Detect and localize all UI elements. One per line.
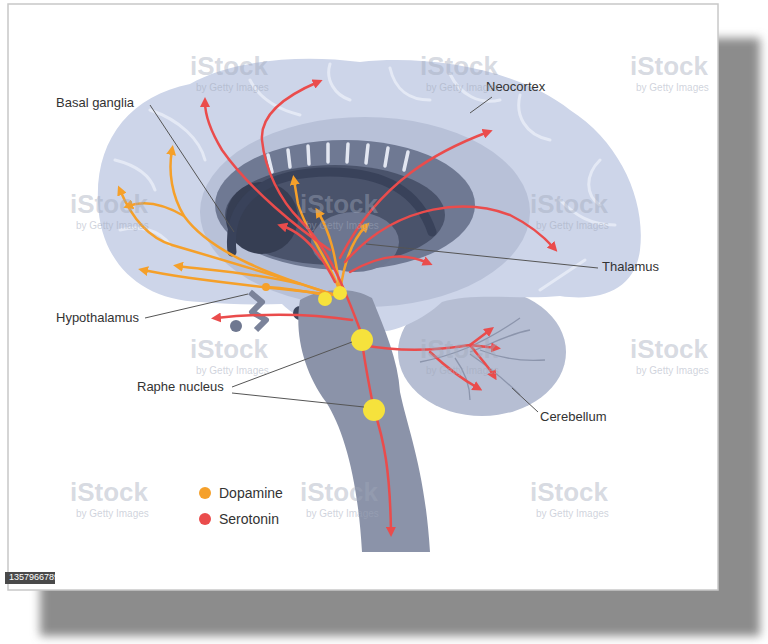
leader-line <box>366 244 598 268</box>
watermark-byline: by Getty Images <box>636 365 709 376</box>
watermark-byline: by Getty Images <box>306 508 379 519</box>
watermark-byline: by Getty Images <box>306 220 379 231</box>
part-label: Basal ganglia <box>56 96 134 110</box>
watermark-byline: by Getty Images <box>196 82 269 93</box>
dopamine-nucleus <box>318 292 332 306</box>
serotonin-pathway <box>282 226 335 282</box>
part-label: Raphe nucleus <box>137 380 224 394</box>
legend-swatch <box>199 487 211 499</box>
watermark-logo: iStock <box>530 478 608 507</box>
part-label: Thalamus <box>602 260 659 274</box>
watermark-logo: iStock <box>190 335 268 364</box>
watermark-logo: iStock <box>190 52 268 81</box>
watermark-logo: iStock <box>300 478 378 507</box>
watermark-logo: iStock <box>530 190 608 219</box>
hypothalamus-dot <box>262 283 270 291</box>
arbor-vitae <box>420 318 545 400</box>
dopamine-nucleus <box>333 286 347 300</box>
watermark-logo: iStock <box>420 52 498 81</box>
cingulate-band <box>200 117 530 307</box>
watermark-logo: iStock <box>70 190 148 219</box>
part-label: Cerebellum <box>540 410 606 424</box>
serotonin-pathway <box>350 256 428 272</box>
legend-label: Serotonin <box>219 511 279 527</box>
watermark-byline: by Getty Images <box>426 365 499 376</box>
raphe-nucleus-dot <box>363 399 385 421</box>
raphe-nucleus-dot <box>351 329 373 351</box>
watermark-byline: by Getty Images <box>536 508 609 519</box>
watermark-logo: iStock <box>630 335 708 364</box>
watermark-byline: by Getty Images <box>636 82 709 93</box>
part-label: Hypothalamus <box>56 311 139 325</box>
legend-label: Dopamine <box>219 485 283 501</box>
legend-swatch <box>199 513 211 525</box>
cortex-gyri <box>115 64 615 290</box>
watermark-logo: iStock <box>420 335 498 364</box>
watermark-logo: iStock <box>630 52 708 81</box>
stock-id: 1357966789 <box>9 573 59 583</box>
serotonin-pathway <box>216 315 352 321</box>
watermark-logo: iStock <box>70 478 148 507</box>
leader-line <box>150 105 234 232</box>
leader-line <box>470 97 492 113</box>
watermark-logo: iStock <box>300 190 378 219</box>
watermark-byline: by Getty Images <box>76 220 149 231</box>
watermark-byline: by Getty Images <box>426 82 499 93</box>
hypothalamus-shape <box>250 292 266 330</box>
dopamine-pathway <box>178 266 300 284</box>
leader-line <box>145 294 248 318</box>
leader-line <box>512 388 538 412</box>
picture-frame <box>8 4 718 590</box>
pituitary-gland <box>230 320 242 332</box>
watermark-byline: by Getty Images <box>76 508 149 519</box>
brainstem-shape <box>298 290 430 552</box>
leader-line <box>232 393 364 407</box>
cerebrum-shape <box>98 59 641 333</box>
watermark-byline: by Getty Images <box>196 365 269 376</box>
watermark-byline: by Getty Images <box>536 220 609 231</box>
